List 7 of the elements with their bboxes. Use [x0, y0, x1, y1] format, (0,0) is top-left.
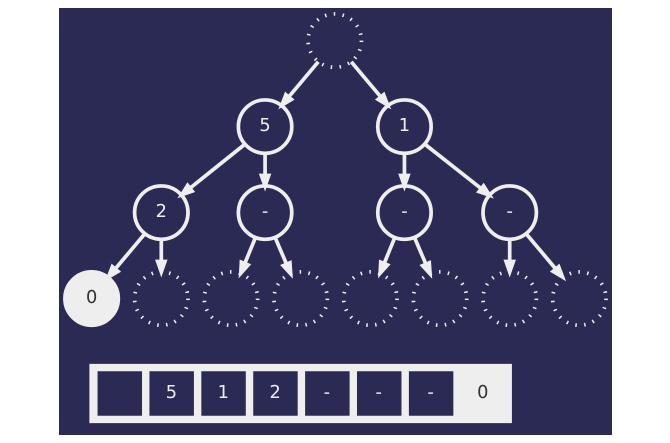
label: 1 — [217, 382, 228, 404]
label: - — [426, 382, 434, 404]
label: - — [375, 382, 382, 404]
label: 0 — [476, 382, 488, 404]
label: 2 — [269, 382, 280, 404]
label: - — [323, 382, 330, 404]
label: 5 — [165, 382, 177, 404]
